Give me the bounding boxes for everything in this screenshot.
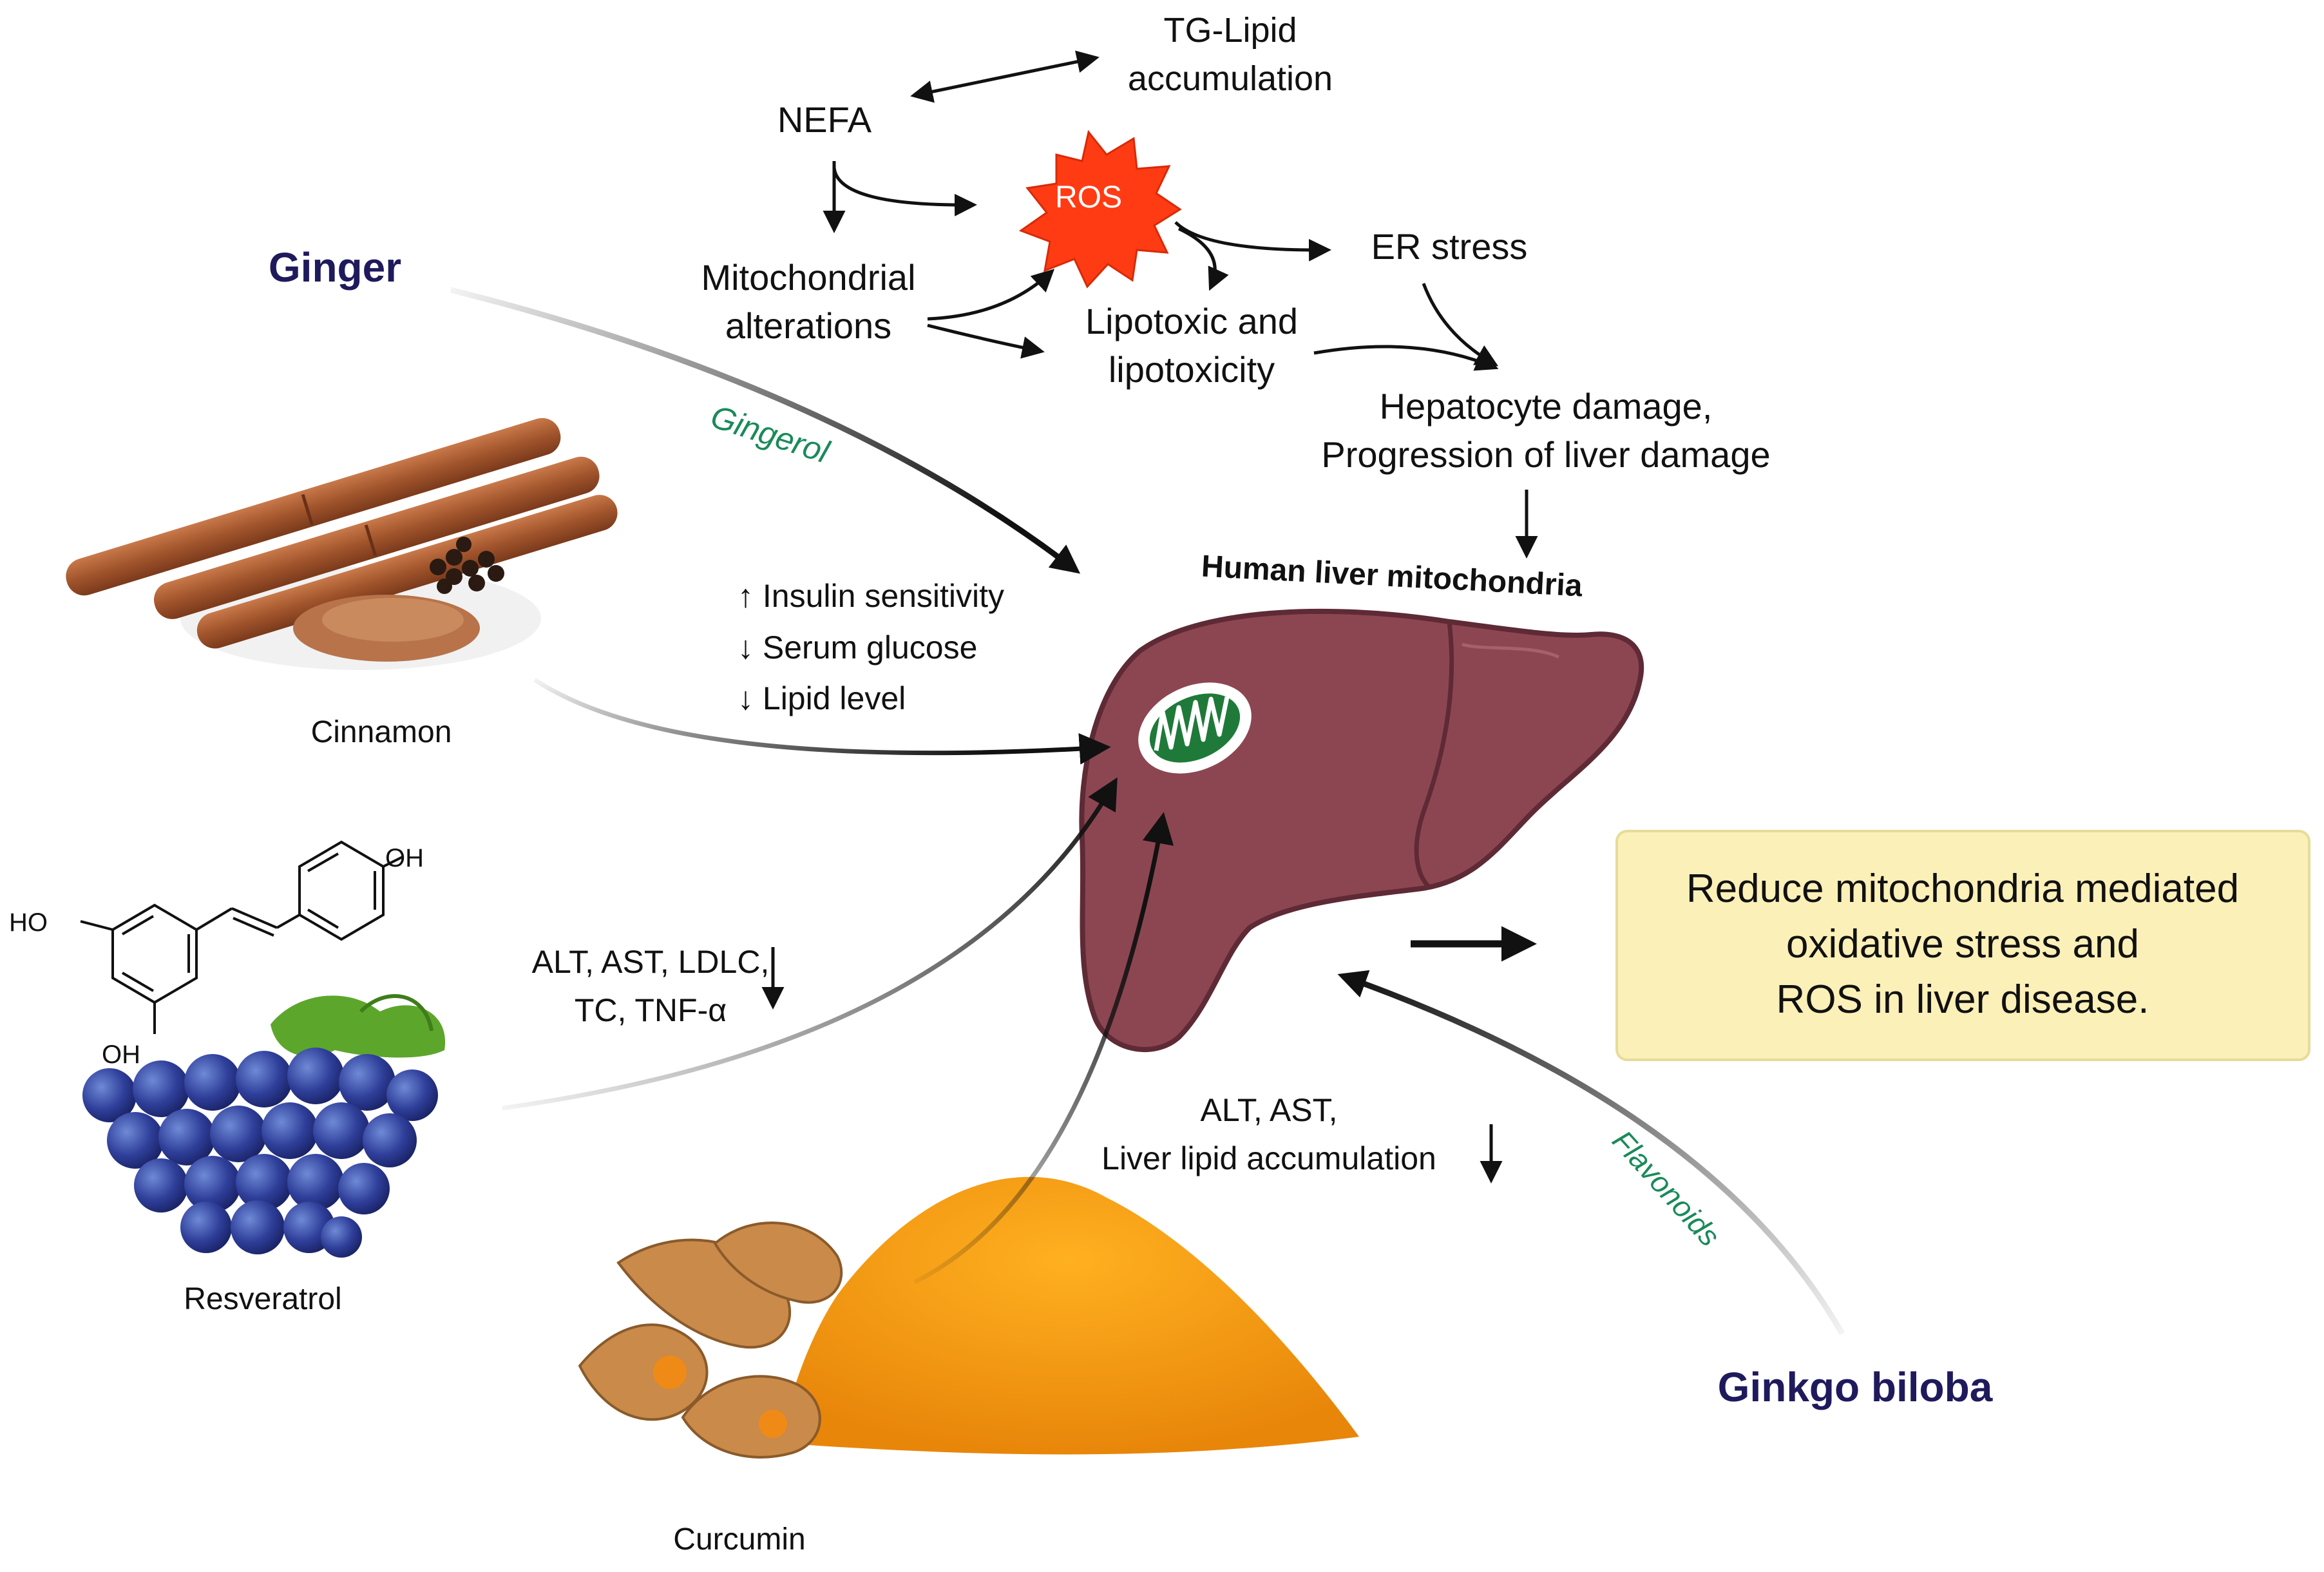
hepatocyte-line2: Progression of liver damage [1321,434,1770,475]
tg-lipid-label-line1: TG-Lipid [1163,11,1297,50]
resveratrol-effect-2: TC, TNF-α [575,992,727,1028]
molecule-oh-top: OH [385,844,424,872]
outcome-line2: oxidative stress and [1786,922,2139,966]
resveratrol-group: OH HO OH Resveratrol ALT, AST, LDLC, TC,… [9,777,1118,1316]
lipotoxic-hepatocyte-arrow [1313,345,1499,371]
resveratrol-name: Resveratrol [184,1282,341,1316]
ginkgo-arrow [1337,970,1845,1336]
mitochondrion-icon [1138,682,1252,774]
ros-lipotoxic-arrow [1177,227,1229,291]
ginger-arrow [450,287,1081,574]
curcumin-effect-2: Liver lipid accumulation [1101,1140,1436,1176]
grapes-image [82,994,446,1258]
nefa-ros-arrow [832,167,977,216]
molecule-ho-left: HO [9,908,48,937]
hepatocyte-line1: Hepatocyte damage, [1380,386,1713,427]
turmeric-image [578,1176,1359,1459]
cinnamon-arrow [533,678,1111,765]
ginger-name: Ginger [269,244,401,291]
tg-lipid-label-line2: accumulation [1128,59,1333,98]
ros-burst-icon: ROS [1018,129,1182,289]
nefa-label: NEFA [777,99,872,140]
pathway: TG-Lipid accumulation NEFA ROS ER stress… [701,11,1771,559]
liver-title: Human liver mitochondria [1201,550,1583,604]
nefa-tg-arrow [910,50,1100,103]
cinnamon-image [66,417,618,670]
ros-label: ROS [1055,180,1122,215]
curcumin-name: Curcumin [673,1522,805,1557]
cinnamon-group: Cinnamon ↑ Insulin sensitivity ↓ Serum g… [66,417,1111,765]
outcome-line3: ROS in liver disease. [1776,977,2149,1022]
curcumin-arrow [913,812,1174,1285]
liver-group: Human liver mitochondria [1079,550,1644,1053]
outcome-line1: Reduce mitochondria mediated [1686,867,2239,911]
curcumin-group: Curcumin ALT, AST, Liver lipid accumulat… [578,812,1503,1557]
resveratrol-effect-1: ALT, AST, LDLC, [532,944,770,980]
ginkgo-name: Ginkgo biloba [1718,1364,1993,1410]
cinnamon-effect-2: ↓ Serum glucose [738,629,977,666]
lipotoxic-line2: lipotoxicity [1109,349,1275,390]
mito-alterations-line2: alterations [725,305,891,346]
outcome-box [1615,830,2310,1061]
molecule-oh-bottom: OH [102,1040,140,1069]
mito-alterations-line1: Mitochondrial [701,257,915,298]
cinnamon-name: Cinnamon [311,715,452,749]
outcome-group: Reduce mitochondria mediated oxidative s… [1411,830,2310,1061]
resveratrol-arrow [502,777,1118,1111]
ros-er-arrow [1174,221,1331,262]
lipotoxic-line1: Lipotoxic and [1085,301,1298,341]
er-stress-label: ER stress [1371,226,1528,267]
mito-ros-arrow [927,269,1055,321]
ginger-compound: Gingerol [707,398,835,470]
mito-lipotoxic-arrow [927,323,1045,359]
curcumin-effect-1: ALT, AST, [1200,1092,1337,1128]
resveratrol-molecule-icon [80,840,403,1034]
cinnamon-effect-1: ↑ Insulin sensitivity [738,578,1004,614]
cinnamon-effect-3: ↓ Lipid level [738,680,906,716]
